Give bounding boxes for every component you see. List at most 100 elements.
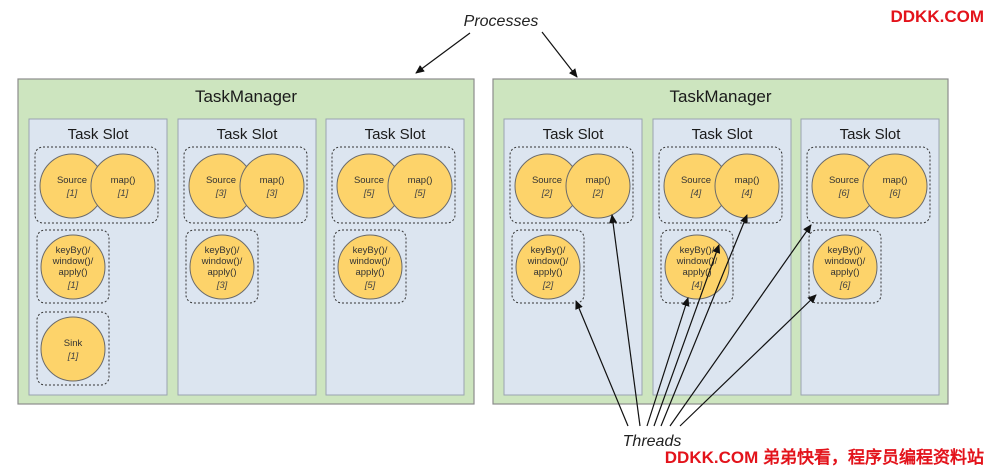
map-operator-index: [6] <box>889 188 901 199</box>
source-operator: Source [1] <box>39 153 105 219</box>
operator-chain-group <box>509 146 634 224</box>
map-operator: map()[1] <box>90 153 156 219</box>
window-operator-index: [4] <box>691 280 703 291</box>
thread-arrow <box>575 300 629 427</box>
source-operator: Source [5] <box>336 153 402 219</box>
map-operator-circle <box>387 153 453 219</box>
map-operator-index: [4] <box>741 188 753 199</box>
source-operator-name: Source <box>206 175 236 186</box>
task-slot: Task SlotSource[2]map()[2]keyBy()/window… <box>503 118 643 396</box>
sink-operator-name: Sink <box>64 338 83 349</box>
thread-arrow <box>660 214 748 427</box>
source-operator-name: Source <box>681 175 711 186</box>
processes-label: Processes <box>464 13 539 30</box>
processes-arrow-left <box>415 32 471 74</box>
window-operator-index: [2] <box>542 280 554 291</box>
source-operator-index: [6] <box>838 188 850 199</box>
window-operator-index: [5] <box>364 280 376 291</box>
sink-operator-index: [1] <box>67 351 79 362</box>
window-operator-circle <box>189 234 255 300</box>
task-manager-label: TaskManager <box>195 87 297 106</box>
thread-arrow <box>609 214 641 427</box>
map-operator-name: map() <box>408 175 433 186</box>
window-operator-line: window()/ <box>349 256 391 267</box>
window-operator-line: window()/ <box>676 256 718 267</box>
task-slot: Task SlotSource[6]map()[6]keyBy()/window… <box>800 118 940 396</box>
window-operator-circle <box>337 234 403 300</box>
window-operator: keyBy()/window()/apply()[6] <box>812 234 878 300</box>
window-operator-line: keyBy()/ <box>205 245 240 256</box>
operator-chain-group <box>658 146 783 224</box>
source-operator-name: Source <box>354 175 384 186</box>
task-slot: Task SlotSource[5]map()[5]keyBy()/window… <box>325 118 465 396</box>
window-operator-line: keyBy()/ <box>680 245 715 256</box>
source-operator-index: [2] <box>541 188 553 199</box>
thread-arrow <box>669 224 812 427</box>
window-operator-group <box>511 229 585 304</box>
map-operator: map()[3] <box>239 153 305 219</box>
task-slot-label: Task Slot <box>543 126 605 143</box>
window-operator-group <box>185 229 259 304</box>
window-operator-line: window()/ <box>527 256 569 267</box>
window-operator-line: keyBy()/ <box>828 245 863 256</box>
map-operator-circle <box>862 153 928 219</box>
window-operator-index: [6] <box>839 280 851 291</box>
window-operator-group <box>333 229 407 304</box>
sink-operator-circle <box>40 316 106 382</box>
window-operator-circle <box>515 234 581 300</box>
operator-chain-group <box>331 146 456 224</box>
window-operator-group <box>36 229 110 304</box>
source-operator-name: Source <box>57 175 87 186</box>
window-operator: keyBy()/window()/apply() [5] <box>337 234 403 300</box>
map-operator: map()[5] <box>387 153 453 219</box>
window-operator: keyBy()/window()/apply()[2] <box>515 234 581 300</box>
map-operator-circle <box>90 153 156 219</box>
map-operator-name: map() <box>260 175 285 186</box>
task-slot: Task SlotSource[1]map()[1]keyBy()/window… <box>28 118 168 396</box>
window-operator-line: window()/ <box>201 256 243 267</box>
map-operator-circle <box>565 153 631 219</box>
map-operator-index: [2] <box>592 188 604 199</box>
task-slot-label: Task Slot <box>840 126 902 143</box>
window-operator-circle <box>812 234 878 300</box>
operator-chain-group <box>806 146 931 224</box>
thread-arrow <box>679 294 817 427</box>
window-operator-group <box>808 229 882 304</box>
window-operator: keyBy()/window()/apply()[1] <box>40 234 106 300</box>
map-operator-name: map() <box>735 175 760 186</box>
window-operator-line: apply() <box>355 267 384 278</box>
map-operator: map()[2] <box>565 153 631 219</box>
task-manager-label: TaskManager <box>669 87 771 106</box>
thread-arrow <box>653 244 721 427</box>
processes-arrow-right <box>541 31 578 78</box>
task-slot-label: Task Slot <box>217 126 279 143</box>
operator-chain-group <box>34 146 159 224</box>
source-operator-index: [5] <box>363 188 375 199</box>
task-slot-label: Task Slot <box>68 126 130 143</box>
map-operator-name: map() <box>883 175 908 186</box>
window-operator-line: apply() <box>830 267 859 278</box>
source-operator-index: [1] <box>66 188 78 199</box>
map-operator: map() [6] <box>862 153 928 219</box>
window-operator-line: keyBy()/ <box>353 245 388 256</box>
source-operator-name: Source <box>532 175 562 186</box>
source-operator-index: [3] <box>215 188 227 199</box>
task-slot: Task SlotSource[4]map()[4]keyBy()/window… <box>652 118 792 396</box>
window-operator-circle <box>40 234 106 300</box>
operator-chain-group <box>183 146 308 224</box>
thread-arrows <box>575 214 817 427</box>
window-operator: keyBy()/window()/apply()[3] <box>189 234 255 300</box>
map-operator: map() [4] <box>714 153 780 219</box>
window-operator-line: apply() <box>58 267 87 278</box>
watermark-top: DDKK.COM <box>891 7 985 26</box>
window-operator-index: [1] <box>67 280 79 291</box>
window-operator-group <box>660 229 734 304</box>
task-slot-label: Task Slot <box>365 126 427 143</box>
source-operator-index: [4] <box>690 188 702 199</box>
map-operator-name: map() <box>111 175 136 186</box>
